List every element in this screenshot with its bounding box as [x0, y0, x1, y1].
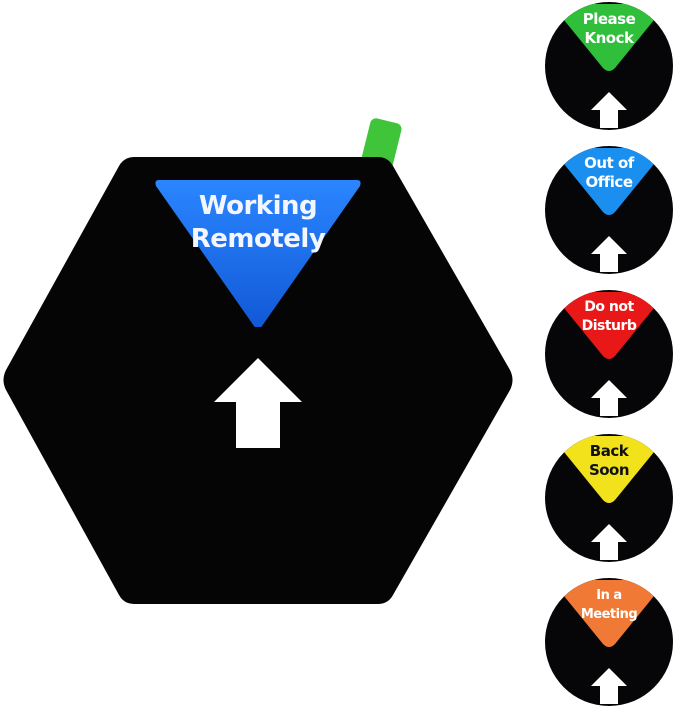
variant-status-window: [551, 4, 667, 71]
variant-label-line2: Meeting: [580, 607, 638, 622]
up-arrow-icon: [591, 380, 627, 416]
hexagon-sign-graphic: [3, 118, 513, 604]
variant-in-a-meeting: In a Meeting: [543, 576, 675, 708]
variant-label-line1: Back: [589, 442, 629, 460]
main-status-label-line2: Remotely: [190, 224, 326, 254]
variant-status-window: [551, 148, 667, 215]
variant-disc-graphic: [545, 290, 673, 418]
variant-label-line1: In a: [596, 588, 622, 603]
up-arrow-icon: [214, 358, 302, 448]
variant-label-line1: Please: [582, 10, 636, 28]
variant-status-window: [551, 436, 667, 503]
variant-disc-graphic: [545, 2, 673, 130]
variant-status-window: [551, 580, 667, 647]
main-status-label-line1: Working: [198, 191, 318, 221]
variant-label-line2: Soon: [588, 461, 630, 479]
main-hexagon-sign: Working Remotely: [3, 118, 513, 604]
main-status-label: Working Remotely: [160, 190, 356, 256]
variant-label-line1: Do not: [584, 299, 634, 315]
status-window: [155, 180, 361, 329]
variant-label-line1: Out of: [584, 154, 634, 172]
variant-disc-graphic: [545, 146, 673, 274]
up-arrow-icon: [591, 236, 627, 272]
variant-disc-graphic: [545, 578, 673, 706]
variant-status-window: [551, 292, 667, 359]
up-arrow-icon: [591, 92, 627, 128]
variant-disc-graphic: [545, 434, 673, 562]
variant-label-line2: Knock: [584, 29, 634, 47]
up-arrow-icon: [591, 668, 627, 704]
variant-status-label: In a Meeting: [563, 586, 655, 624]
variant-label-line2: Disturb: [581, 318, 637, 334]
variant-label-line2: Office: [585, 173, 633, 191]
up-arrow-icon: [591, 524, 627, 560]
